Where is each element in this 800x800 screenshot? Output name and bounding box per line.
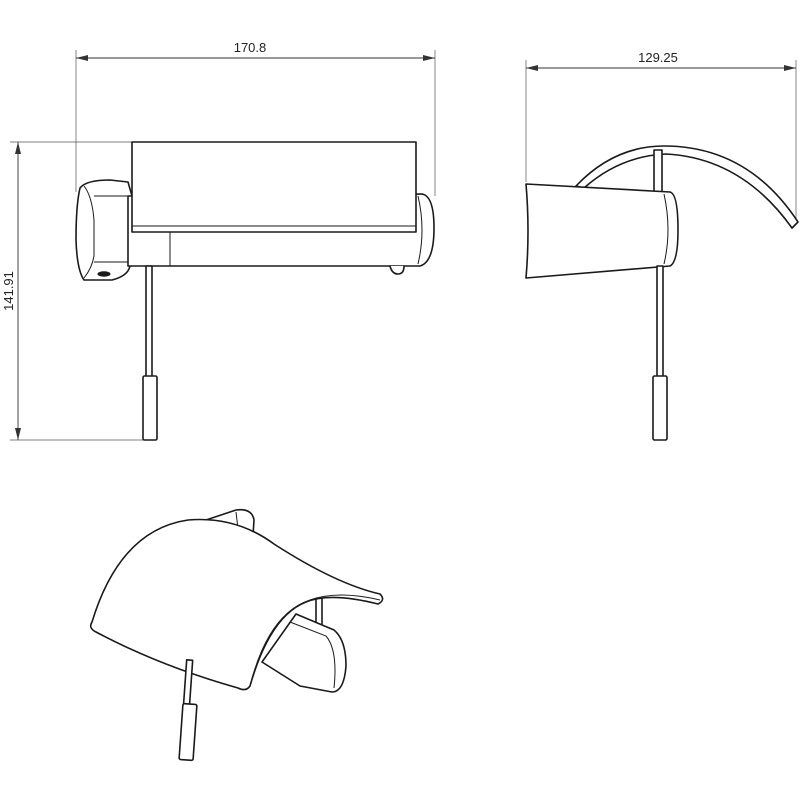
front-width-label: 170.8 [234, 40, 267, 55]
front-width-dimension: 170.8 [75, 40, 436, 196]
side-width-dimension: 129.25 [525, 50, 797, 222]
front-height-label: 141.91 [1, 271, 16, 311]
side-pull-cord [652, 265, 668, 441]
perspective-housing [261, 613, 347, 693]
side-housing [525, 183, 679, 279]
perspective-pull-cord [178, 659, 198, 762]
front-view: 170.8 141.91 [1, 40, 436, 441]
front-height-dimension: 141.91 [1, 141, 150, 441]
front-lamp-shade [131, 141, 417, 233]
side-lamp-shade [575, 145, 799, 229]
perspective-view [89, 508, 384, 762]
side-view: 129.25 [525, 50, 799, 441]
perspective-lamp-shade [89, 518, 384, 691]
front-wall-mount [75, 179, 133, 281]
front-pull-cord [142, 265, 158, 441]
side-stem [653, 149, 663, 193]
side-width-label: 129.25 [638, 50, 678, 65]
